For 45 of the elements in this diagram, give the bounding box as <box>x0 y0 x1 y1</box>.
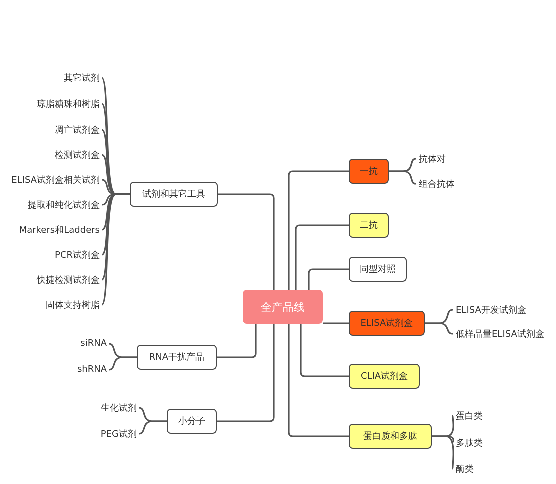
topic-box: CLIA试剂盒 <box>349 364 420 389</box>
connector-line <box>288 170 349 290</box>
subtopic-label: 琼脂糖珠和树脂 <box>10 97 100 111</box>
subtopic-label: PCR试剂盒 <box>20 248 100 262</box>
subtopic-label: siRNA <box>60 337 107 351</box>
topic-box: 二抗 <box>349 213 389 238</box>
subtopic-label: 低样品量ELISA试剂盒 <box>456 327 552 341</box>
topic-box: 蛋白质和多肽 <box>349 424 432 449</box>
connector-line <box>217 324 275 422</box>
connector-line <box>288 324 349 438</box>
topic-box: 小分子 <box>167 409 217 434</box>
subtopic-label: 生化试剂 <box>80 401 137 415</box>
topic-box: ELISA试剂盒 <box>349 311 425 336</box>
subtopic-label: 组合抗体 <box>419 177 479 191</box>
subtopic-label: 其它试剂 <box>20 71 100 85</box>
connector-line <box>300 324 349 378</box>
central-topic-box: 全产品线 <box>243 290 323 324</box>
topic-box: 试剂和其它工具 <box>130 182 218 207</box>
subtopic-label: 多肽类 <box>456 436 506 450</box>
subtopic-label: 提取和纯化试剂盒 <box>10 198 100 212</box>
subtopic-label: 蛋白类 <box>456 409 506 423</box>
topic-box: RNA干扰产品 <box>137 345 217 370</box>
connector-line <box>308 268 349 290</box>
subtopic-label: ELISA开发试剂盒 <box>456 303 546 317</box>
subtopic-label: 酶类 <box>456 462 506 476</box>
connector-line <box>432 436 454 470</box>
subtopic-label: ELISA试剂盒相关试剂 <box>2 173 100 187</box>
connector-line <box>217 324 257 358</box>
subtopic-label: 抗体对 <box>419 152 479 166</box>
connector-line <box>425 322 454 335</box>
subtopic-label: Markers和Ladders <box>2 223 100 237</box>
topic-box: 同型对照 <box>349 257 407 282</box>
subtopic-label: 快捷检测试剂盒 <box>10 273 100 287</box>
subtopic-label: 检测试剂盒 <box>20 148 100 162</box>
connector-line <box>295 224 349 290</box>
connector-line <box>218 194 275 290</box>
connector-line <box>389 170 416 185</box>
subtopic-label: 凋亡试剂盒 <box>20 123 100 137</box>
subtopic-label: PEG试剂 <box>80 427 137 441</box>
connector-line <box>138 420 167 435</box>
connector-line <box>323 322 349 324</box>
connector-line <box>108 356 137 371</box>
subtopic-label: shRNA <box>60 363 107 377</box>
subtopic-label: 固体支持树脂 <box>10 298 100 312</box>
topic-box: 一抗 <box>349 159 389 184</box>
